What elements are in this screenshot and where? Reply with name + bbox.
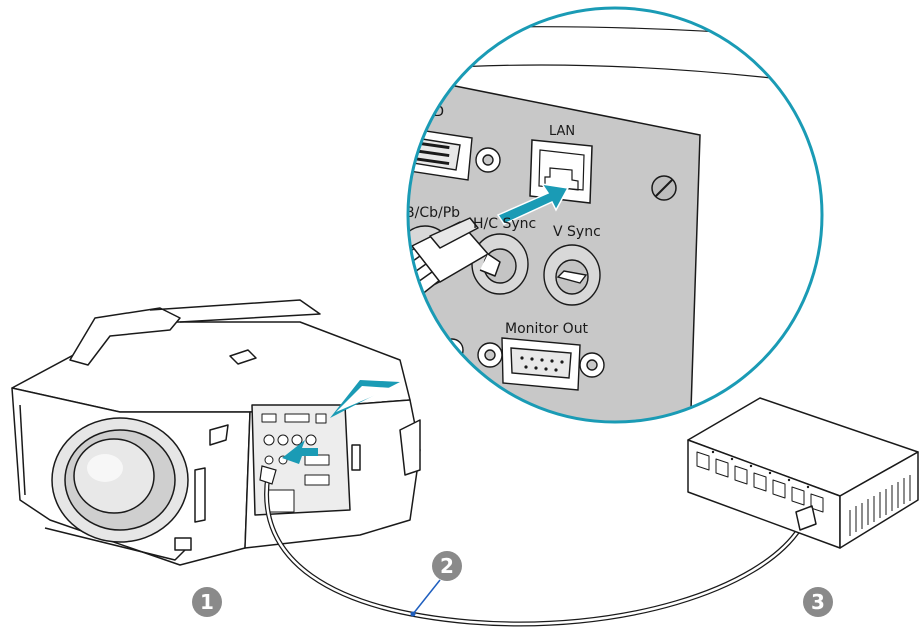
label-monitor-out: Monitor Out	[505, 321, 589, 337]
label-g-y: G/Y	[340, 200, 365, 216]
bnc-g-y	[324, 220, 380, 280]
callout-1-number: 1	[200, 590, 214, 614]
monitor-out-port	[477, 337, 605, 391]
callout-2-leader	[412, 579, 441, 615]
callout-2-number: 2	[440, 554, 454, 578]
insert-arrow	[496, 182, 570, 225]
callout-3: 3	[803, 587, 833, 617]
label-computer: ter	[383, 306, 403, 322]
magnifier-ring	[406, 6, 824, 424]
label-h-c-sync: H/C Sync	[473, 216, 536, 232]
bnc-v-sync	[543, 244, 601, 306]
callout-1: 1	[192, 587, 222, 617]
magnified-panel: DVI-D LAN G/Y B/Cb/Pb H/C Sync V Sync te…	[324, 8, 822, 422]
lan-cable	[264, 473, 803, 627]
lan-plug	[408, 217, 501, 319]
label-v-sync: V Sync	[553, 224, 601, 240]
label-b-cb-pb: B/Cb/Pb	[405, 205, 460, 221]
network-hub	[687, 397, 919, 549]
callout-2: 2	[410, 551, 462, 617]
label-lan: LAN	[549, 124, 575, 139]
callout-3-number: 3	[811, 590, 825, 614]
projector	[11, 299, 421, 566]
